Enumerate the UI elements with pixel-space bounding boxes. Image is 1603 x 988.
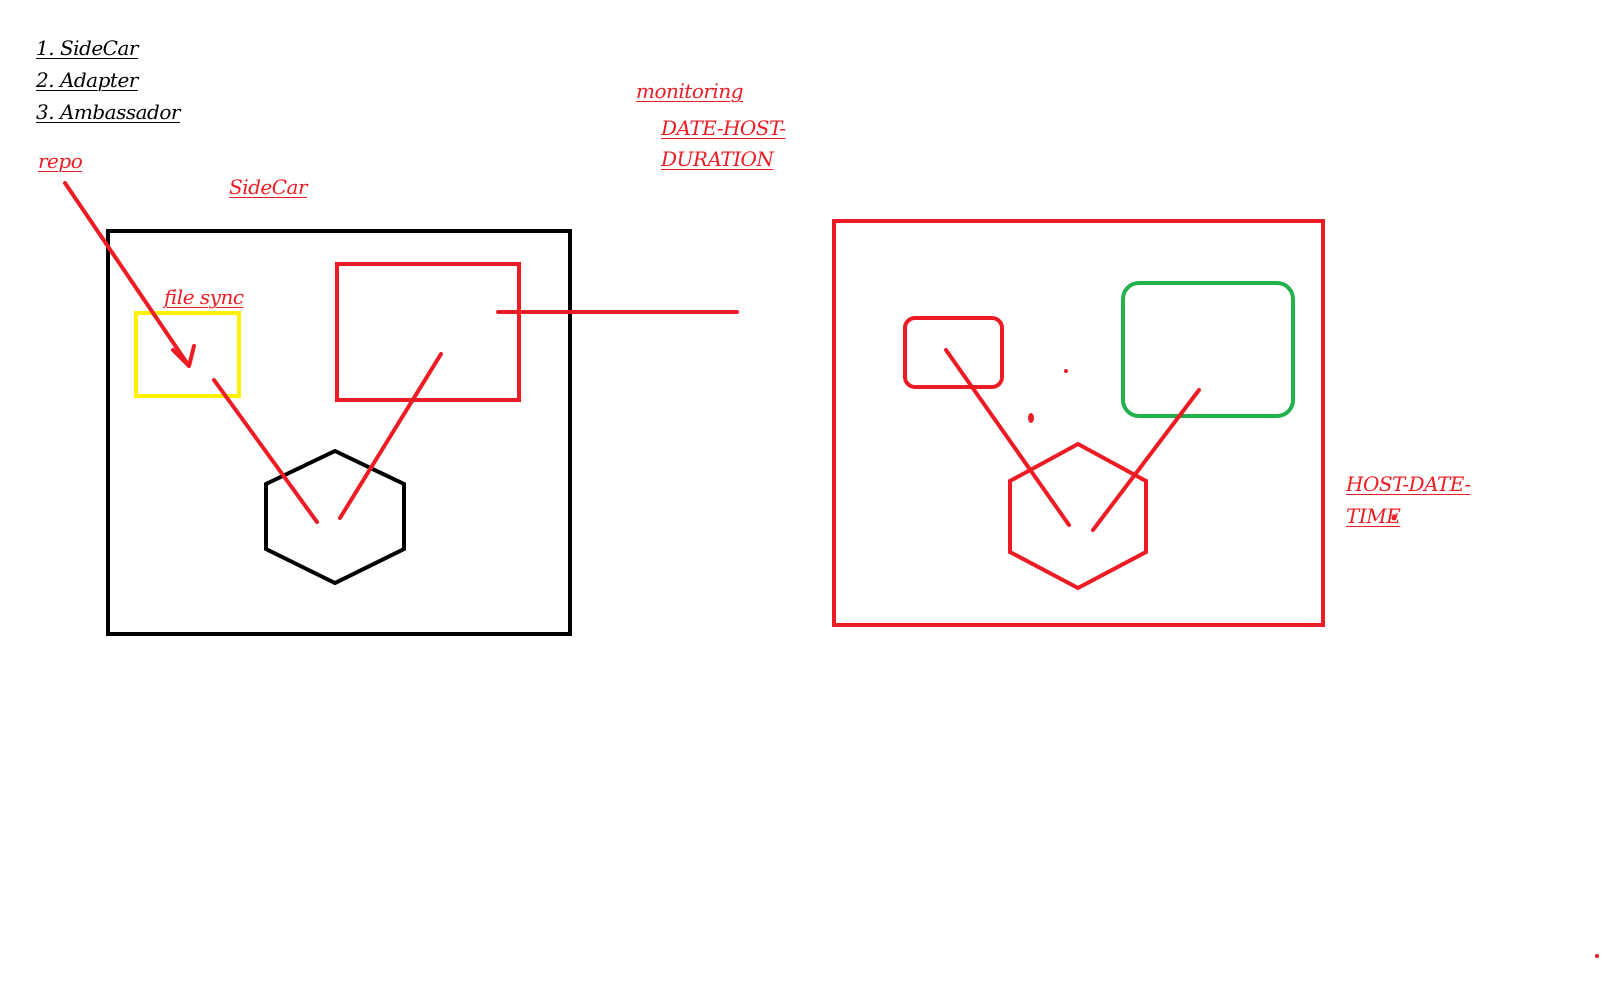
stray-dot: [1064, 369, 1068, 373]
sidecar-pod-box: [106, 229, 572, 636]
small-container-link-line: [944, 348, 1071, 527]
adapter-format-line: HOST-DATE-: [1346, 472, 1471, 496]
file-sync-container-box: [134, 311, 241, 398]
stray-dot: [1595, 954, 1599, 958]
adapter-pod-box: [832, 219, 1325, 627]
small-container-box: [903, 316, 1004, 389]
monitoring-format-line: DATE-HOST-: [661, 116, 786, 140]
stray-dot: [1028, 413, 1034, 423]
repo-label: repo: [38, 149, 83, 173]
pattern-list-item: 1. SideCar: [36, 36, 138, 60]
repo-arrow-line: [63, 181, 191, 368]
adapter-format-line: TIME: [1346, 504, 1401, 528]
pattern-list-item: 3. Ambassador: [36, 100, 180, 124]
monitoring-label: monitoring: [636, 79, 744, 103]
stray-dot: [1391, 515, 1397, 521]
file-sync-link-line: [212, 378, 319, 524]
pattern-list-item: 2. Adapter: [36, 68, 138, 92]
file-sync-label: file sync: [164, 285, 244, 309]
shared-volume-hexagon: [264, 448, 406, 586]
repo-arrow-head: [171, 344, 196, 368]
main-app-link-line: [338, 352, 443, 520]
main-app-container-box: [335, 262, 521, 402]
monitoring-format-line: DURATION: [661, 147, 774, 171]
adapter-link-line: [1091, 388, 1201, 532]
adapter-container-box: [1121, 281, 1295, 418]
sidecar-title: SideCar: [229, 175, 308, 199]
right-shared-hexagon: [1008, 441, 1148, 591]
